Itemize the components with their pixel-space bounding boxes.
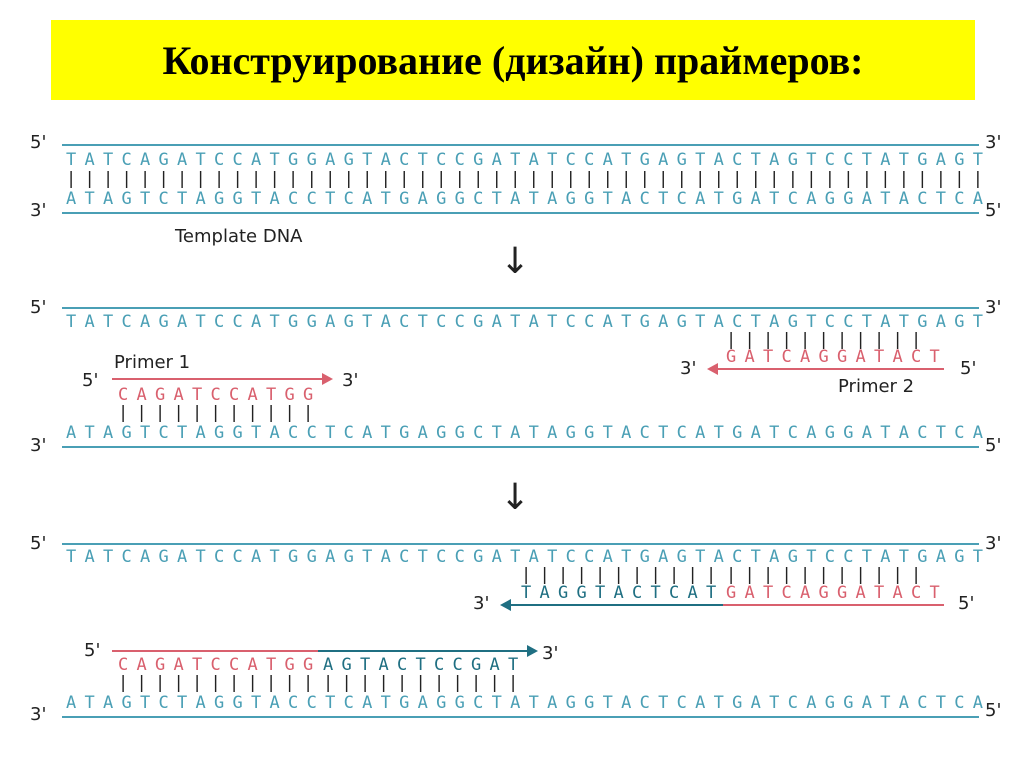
bottom-strand-backbone [62, 212, 979, 214]
primer1-sequence: CAGATCCATGG [118, 655, 322, 675]
base-pair-marks: ||||||||||||||||||||||||||||||||||||||||… [66, 169, 992, 189]
primer1-extension-sequence: AGTACTCCGAT [323, 655, 527, 675]
primer2-extension-arrow-icon [500, 599, 511, 611]
top-strand-sequence: TATCAGATCCATGGAGTACTCCGATATCCATGAGTACTAG… [66, 150, 992, 170]
top-strand-sequence: TATCAGATCCATGGAGTACTCCGATATCCATGAGTACTAG… [66, 312, 992, 332]
primer1-pairing-marks: ||||||||||| [118, 403, 322, 423]
top-strand-3prime-label: 3' [985, 533, 1002, 554]
top-strand-sequence: TATCAGATCCATGGAGTACTCCGATATCCATGAGTACTAG… [66, 547, 992, 567]
primer2-backbone [723, 604, 944, 606]
primer2-arrow-icon [707, 363, 718, 375]
primer2-label: Primer 2 [838, 376, 915, 397]
template-dna-label: Template DNA [175, 226, 303, 247]
bottom-strand-5prime-label: 5' [985, 700, 1002, 721]
bottom-strand-5prime-label: 5' [985, 435, 1002, 456]
primer1-5prime-label: 5' [82, 370, 99, 391]
top-strand-backbone [62, 543, 979, 545]
bottom-strand-3prime-label: 3' [30, 704, 47, 725]
primer1-backbone [112, 650, 318, 652]
primer2-sequence: GATCAGGATACT [726, 583, 949, 603]
primer2-backbone [716, 368, 944, 370]
primer2-extension-backbone [510, 604, 723, 606]
primer1-extension-arrow-icon [527, 645, 538, 657]
top-strand-backbone [62, 307, 979, 309]
primer1-label: Primer 1 [114, 352, 191, 373]
bottom-strand-3prime-label: 3' [30, 200, 47, 221]
top-strand-3prime-label: 3' [985, 297, 1002, 318]
primer2-3prime-label: 3' [473, 593, 490, 614]
primer2-5prime-label: 5' [960, 358, 977, 379]
primer1-5prime-label: 5' [84, 640, 101, 661]
primer2-sequence: GATCAGGATACT [726, 347, 949, 367]
primer2-pairing-marks: ||||||||||| [726, 330, 930, 350]
primer2-extension-pairing-marks: ||||||||||| [521, 565, 725, 585]
primer2-extension-sequence: TAGGTACTCAT [521, 583, 725, 603]
bottom-strand-backbone [62, 716, 979, 718]
top-strand-3prime-label: 3' [985, 132, 1002, 153]
bottom-strand-3prime-label: 3' [30, 435, 47, 456]
down-arrow-icon: ↓ [500, 241, 531, 282]
top-strand-5prime-label: 5' [30, 533, 47, 554]
primer2-5prime-label: 5' [958, 593, 975, 614]
bottom-strand-sequence: ATAGTCTAGGTACCTCATGAGGCTATAGGTACTCATGATC… [66, 423, 992, 443]
primer2-3prime-label: 3' [680, 358, 697, 379]
primer2-pairing-marks: ||||||||||| [726, 565, 930, 585]
primer1-sequence: CAGATCCATGG [118, 385, 322, 405]
title-banner: Конструирование (дизайн) праймеров: [51, 20, 975, 100]
primer1-pairing-marks: ||||||||||| [118, 673, 322, 693]
primer1-extension-backbone [318, 650, 528, 652]
top-strand-5prime-label: 5' [30, 132, 47, 153]
primer1-arrow-icon [322, 373, 333, 385]
top-strand-backbone [62, 144, 979, 146]
bottom-strand-sequence: ATAGTCTAGGTACCTCATGAGGCTATAGGTACTCATGATC… [66, 693, 992, 713]
bottom-strand-5prime-label: 5' [985, 200, 1002, 221]
top-strand-5prime-label: 5' [30, 297, 47, 318]
slide-title: Конструирование (дизайн) праймеров: [162, 37, 864, 83]
primer1-extension-pairing-marks: ||||||||||| [323, 673, 527, 693]
bottom-strand-sequence: ATAGTCTAGGTACCTCATGAGGCTATAGGTACTCATGATC… [66, 189, 992, 209]
primer1-3prime-label: 3' [542, 643, 559, 664]
down-arrow-icon: ↓ [500, 477, 531, 518]
primer1-3prime-label: 3' [342, 370, 359, 391]
bottom-strand-backbone [62, 446, 979, 448]
primer1-backbone [112, 378, 324, 380]
